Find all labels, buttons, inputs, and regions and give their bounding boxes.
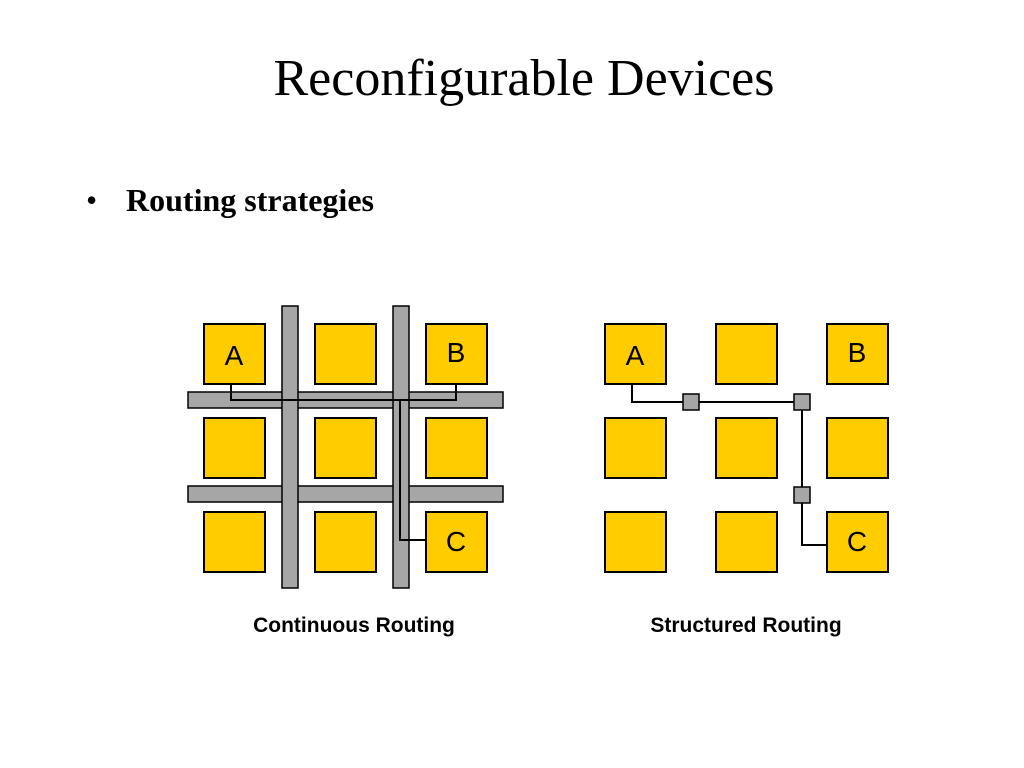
logic-cell (715, 417, 778, 479)
cell-label-a: A (225, 340, 244, 371)
cell-label-b: B (848, 337, 867, 368)
route-line (399, 400, 426, 541)
switch-box (793, 393, 811, 411)
slide-title: Reconfigurable Devices (273, 50, 775, 107)
continuous-routing-diagram: A B C Continuous Routing (187, 305, 504, 637)
cell-label-a: A (626, 340, 645, 371)
vertical-track (281, 305, 299, 589)
cell-label-c: C (446, 526, 466, 557)
route-line (801, 503, 827, 546)
cell-label-b: B (447, 337, 466, 368)
logic-cell (604, 417, 667, 479)
logic-cell (314, 511, 377, 573)
continuous-routing-caption: Continuous Routing (253, 614, 455, 637)
switch-box (793, 486, 811, 504)
logic-cell-b (826, 323, 889, 385)
cell-label-c: C (847, 526, 867, 557)
bullet-item: • Routing strategies (86, 181, 374, 219)
logic-cell (604, 511, 667, 573)
logic-cell (715, 323, 778, 385)
logic-cell-c (826, 511, 889, 573)
route-line (631, 384, 683, 403)
logic-cell (203, 511, 266, 573)
horizontal-track (187, 485, 504, 503)
logic-cell (314, 323, 377, 385)
logic-cell (314, 417, 377, 479)
structured-routing-diagram: A B C Structured Routing (604, 323, 889, 637)
logic-cell (425, 417, 488, 479)
logic-cell-a (604, 323, 667, 385)
logic-cell (826, 417, 889, 479)
logic-cell (715, 511, 778, 573)
switch-box (682, 393, 700, 411)
logic-cell (203, 417, 266, 479)
bullet-icon: • (86, 182, 98, 218)
logic-cell-a (203, 323, 266, 385)
structured-routing-caption: Structured Routing (650, 614, 841, 637)
logic-cell-c (425, 511, 488, 573)
bullet-text: Routing strategies (126, 182, 374, 218)
logic-cell-b (425, 323, 488, 385)
route-line (230, 384, 457, 401)
